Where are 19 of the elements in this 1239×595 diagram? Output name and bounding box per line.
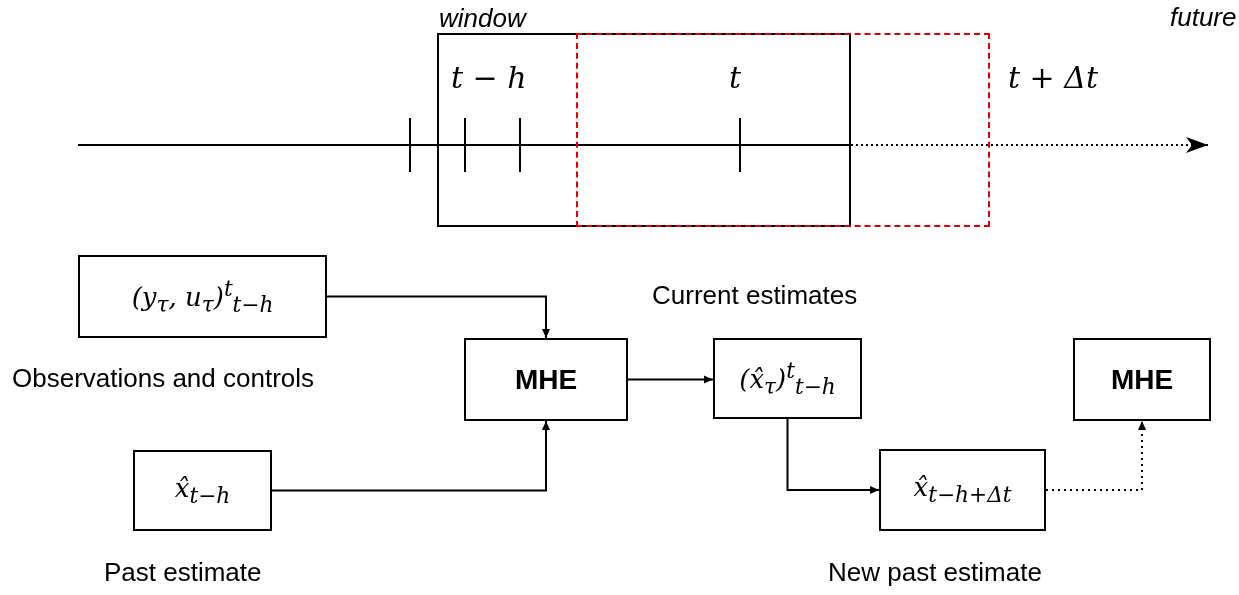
math-label: x̂$_{t−h}$ — [174, 474, 231, 507]
caption-text: Current estimates — [652, 282, 858, 308]
caption-text: Observations and controls — [12, 365, 315, 391]
arrow — [627, 375, 714, 384]
caption-text: Past estimate — [104, 559, 262, 585]
math-label: x̂$_{t−h+Δt}$ — [913, 474, 1012, 506]
process-box — [1073, 338, 1211, 421]
time-label: t − h — [451, 63, 527, 93]
time-label: t + Δt — [1008, 63, 1098, 93]
time-label: t — [729, 63, 742, 93]
arrow — [326, 295, 550, 339]
window-label: window — [439, 5, 526, 31]
arrow — [786, 418, 880, 494]
process-label: MHE — [514, 365, 578, 394]
future-label: future — [1170, 4, 1237, 30]
arrow — [271, 420, 550, 492]
process-label: MHE — [1110, 365, 1174, 394]
caption-text: New past estimate — [828, 559, 1042, 585]
process-box — [464, 338, 628, 421]
